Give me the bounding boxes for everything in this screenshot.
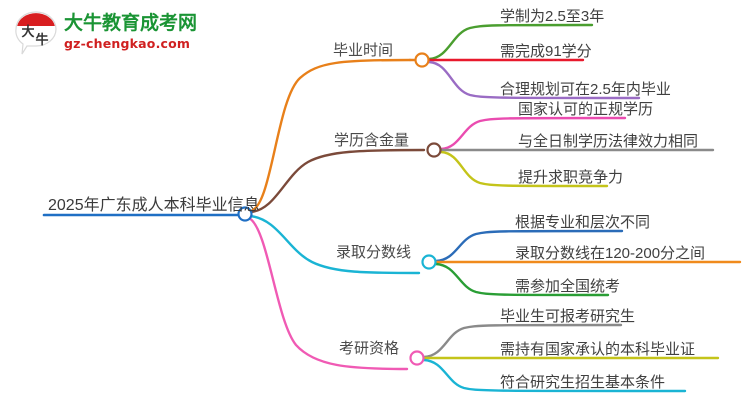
svg-text:大: 大	[21, 24, 34, 40]
link-branch-1-to-leaf-2	[439, 150, 609, 188]
site-logo[interactable]: 大 牛 大牛教育成考网 gz-chengkao.com	[12, 8, 202, 58]
leaf-label-1-2[interactable]: 提升求职竞争力	[518, 168, 623, 186]
link-root-to-branch-0	[248, 58, 412, 213]
leaf-label-2-1[interactable]: 录取分数线在120-200分之间	[515, 245, 705, 262]
leaf-label-0-1[interactable]: 需完成91学分	[500, 43, 592, 60]
link-branch-2-to-leaf-0	[434, 229, 624, 263]
leaf-label-1-1[interactable]: 与全日制学历法律效力相同	[518, 132, 698, 150]
root-label[interactable]: 2025年广东成人本科毕业信息	[48, 196, 260, 214]
speech-bubble-logo-icon: 大 牛	[12, 10, 60, 56]
link-branch-0-to-leaf-0	[427, 23, 594, 61]
leaf-label-0-2[interactable]: 合理规划可在2.5年内毕业	[500, 81, 671, 98]
leaf-label-2-0[interactable]: 根据专业和层次不同	[515, 214, 650, 231]
logo-subtitle: gz-chengkao.com	[64, 36, 191, 51]
logo-title: 大牛教育成考网	[64, 12, 198, 34]
link-branch-3-to-leaf-0	[422, 323, 623, 359]
link-branch-3-to-leaf-2	[422, 358, 687, 393]
leaf-label-3-2[interactable]: 符合研究生招生基本条件	[500, 374, 665, 391]
branch-label-1[interactable]: 学历含金量	[334, 132, 409, 149]
branch-node-3[interactable]	[409, 350, 425, 366]
branch-node-0[interactable]	[414, 52, 430, 68]
svg-text:牛: 牛	[35, 32, 48, 48]
branch-label-3[interactable]: 考研资格	[339, 340, 399, 357]
link-root-to-branch-1	[248, 148, 426, 214]
link-root-to-branch-3	[247, 216, 409, 371]
branch-label-2[interactable]: 录取分数线	[336, 244, 411, 261]
link-branch-1-to-leaf-0	[439, 116, 627, 151]
leaf-label-2-2[interactable]: 需参加全国统考	[515, 277, 620, 295]
leaf-label-1-0[interactable]: 国家认可的正规学历	[518, 101, 653, 118]
branch-node-1[interactable]	[426, 142, 442, 158]
logo-text-group: 大牛教育成考网 gz-chengkao.com	[64, 12, 204, 52]
leaf-label-3-0[interactable]: 毕业生可报考研究生	[500, 308, 635, 325]
link-root-to-branch-2	[248, 214, 421, 275]
branch-node-2[interactable]	[421, 254, 437, 270]
branch-label-0[interactable]: 毕业时间	[333, 42, 393, 59]
root-node[interactable]	[237, 206, 253, 222]
link-branch-0-to-leaf-2	[427, 60, 641, 100]
leaf-label-0-0[interactable]: 学制为2.5至3年	[500, 8, 604, 25]
leaf-label-3-1[interactable]: 需持有国家承认的本科毕业证	[500, 341, 695, 358]
link-branch-2-to-leaf-2	[434, 262, 610, 297]
